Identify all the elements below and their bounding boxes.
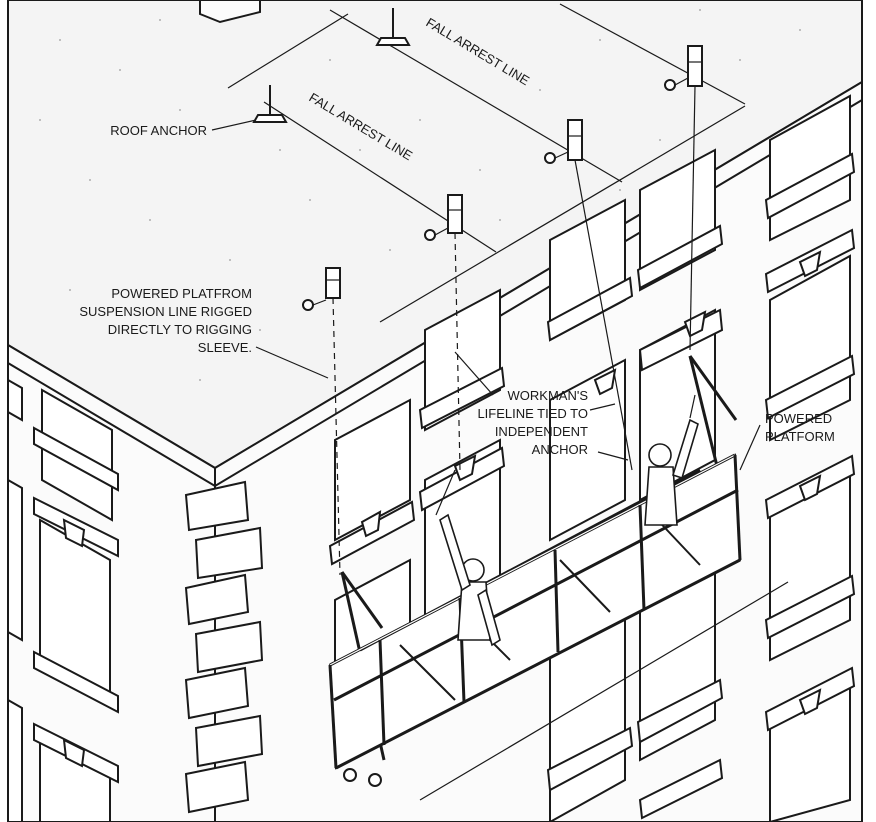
rigging-sleeve-2 xyxy=(424,194,463,241)
label-workman-lifeline: WORKMAN'S LIFELINE TIED TO INDEPENDENT A… xyxy=(477,388,588,457)
svg-text:LIFELINE TIED TO: LIFELINE TIED TO xyxy=(477,406,588,421)
svg-text:ANCHOR: ANCHOR xyxy=(532,442,588,457)
svg-text:PLATFORM: PLATFORM xyxy=(765,429,835,444)
svg-text:INDEPENDENT: INDEPENDENT xyxy=(495,424,588,439)
worker-1 xyxy=(435,469,501,647)
label-roof-anchor: ROOF ANCHOR xyxy=(110,123,207,138)
label-suspension-line: POWERED PLATFROM SUSPENSION LINE RIGGED … xyxy=(79,286,252,355)
svg-text:WORKMAN'S: WORKMAN'S xyxy=(508,388,589,403)
svg-text:DIRECTLY TO RIGGING: DIRECTLY TO RIGGING xyxy=(108,322,252,337)
leader-lines xyxy=(211,119,761,471)
roof-edge-left xyxy=(7,343,216,488)
rigging-sleeve-1 xyxy=(302,267,341,311)
suspension-lines xyxy=(332,85,696,576)
svg-text:POWERED: POWERED xyxy=(765,411,832,426)
label-powered-platform: POWERED PLATFORM xyxy=(765,411,835,444)
roof-anchor-2 xyxy=(375,8,411,46)
roof-anchors xyxy=(252,8,703,311)
svg-text:POWERED PLATFROM: POWERED PLATFROM xyxy=(111,286,252,301)
svg-text:SLEEVE.: SLEEVE. xyxy=(198,340,252,355)
worker-2 xyxy=(644,394,699,526)
corner-quoins xyxy=(184,480,264,814)
rooftop-structure xyxy=(199,0,261,24)
roof-texture xyxy=(39,9,801,381)
svg-text:SUSPENSION LINE RIGGED: SUSPENSION LINE RIGGED xyxy=(79,304,252,319)
left-wall-windows xyxy=(7,378,119,822)
powered-platform xyxy=(328,355,742,787)
